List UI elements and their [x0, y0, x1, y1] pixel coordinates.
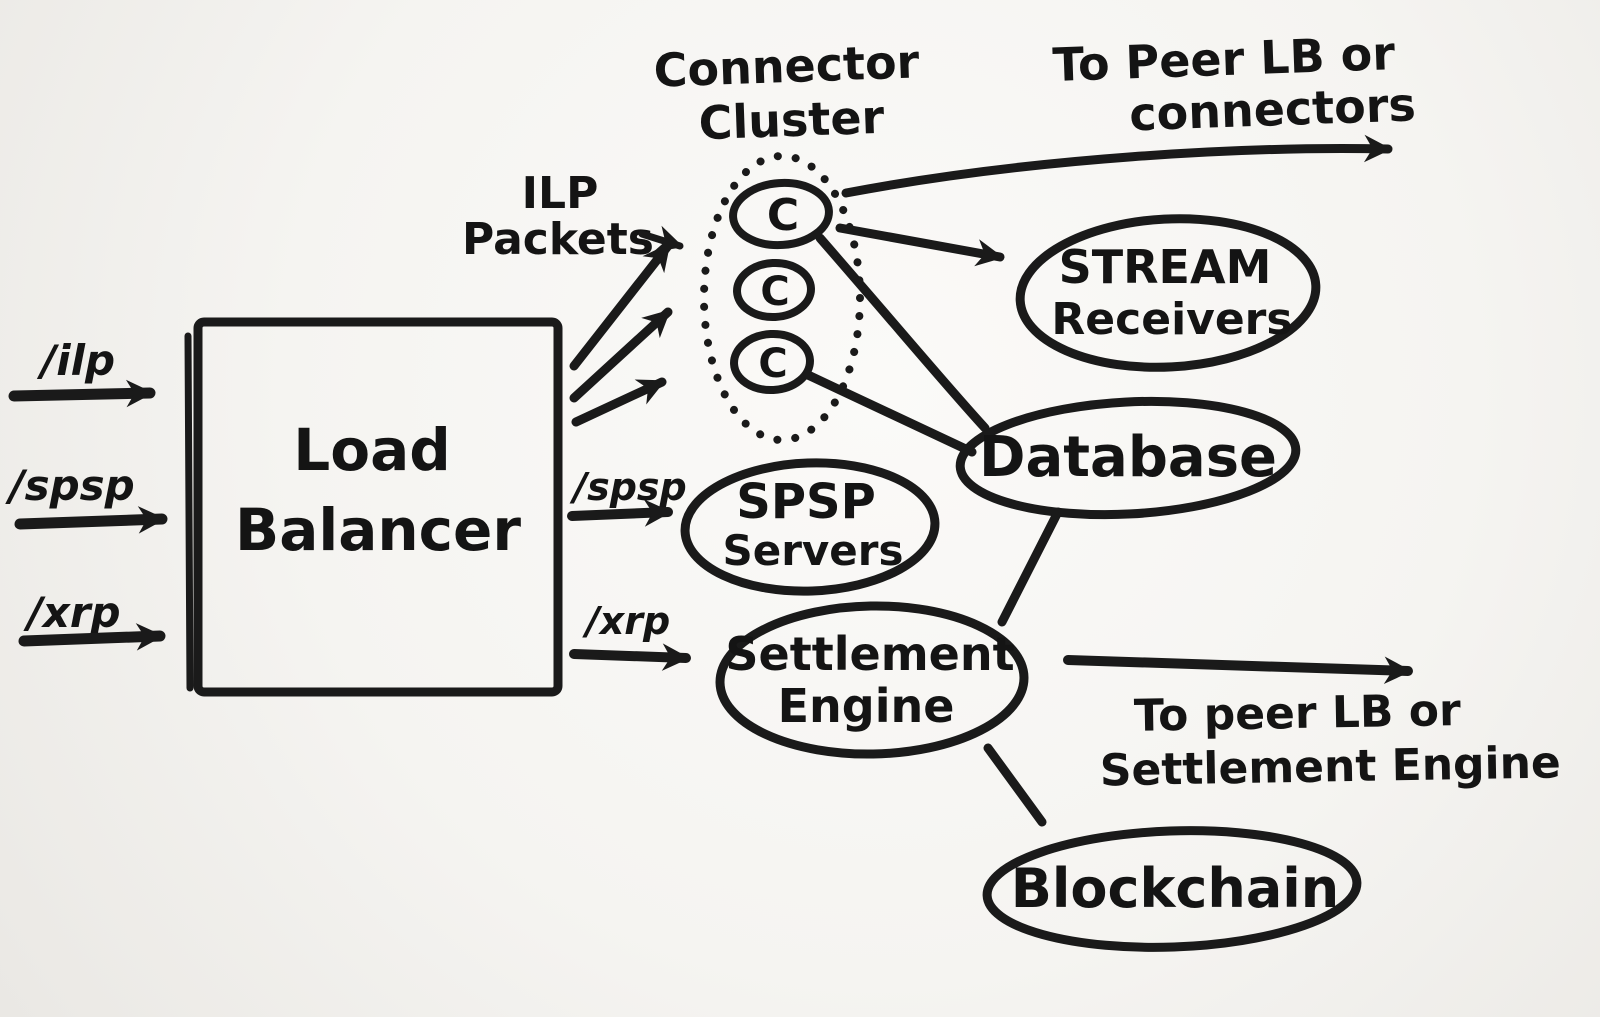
connector-node-1	[729, 178, 833, 250]
database-shape	[955, 396, 1301, 520]
ilp-packets-pointer-arrow	[638, 225, 684, 252]
connector-to-database-line-2	[803, 370, 977, 457]
settlement-engine-label: Settlement	[725, 627, 1014, 681]
connector-node-2	[733, 258, 815, 322]
lb-to-connector-arrow-3	[571, 377, 667, 427]
to-peer-settlement-label: To peer LB or	[1134, 685, 1462, 742]
connector-node-label: C	[767, 190, 799, 241]
settlement-to-peer-arrow	[1063, 655, 1413, 684]
stream-receivers-shape	[1015, 214, 1321, 372]
route-ilp-label: /ilp	[36, 336, 115, 385]
spsp-servers-label: Servers	[722, 526, 903, 575]
settlement-to-blockchain-line	[983, 743, 1047, 827]
connector-cluster-title: Connector	[653, 34, 921, 97]
route-spsp-label: /spsp	[4, 461, 134, 510]
blockchain-shape	[982, 826, 1362, 952]
lb-to-settlement-arrow	[569, 643, 691, 671]
stream-receivers-label: Receivers	[1051, 294, 1292, 345]
ilp-packets-label: ILP	[522, 168, 599, 219]
load-balancer-left-edge	[184, 332, 194, 692]
database-label: Database	[979, 425, 1277, 490]
settlement-engine-label: Engine	[778, 679, 955, 733]
connector-cluster-boundary	[700, 152, 864, 444]
spsp-mid-label: /spsp	[569, 465, 687, 509]
connector-cluster-title: Cluster	[698, 90, 886, 150]
to-peer-connectors-label: To Peer LB or	[1052, 26, 1396, 92]
to-peer-connectors-label: connectors	[1128, 77, 1416, 141]
load-balancer-box	[193, 317, 563, 697]
to-peer-settlement-label: Settlement Engine	[1099, 737, 1561, 796]
lb-to-connector-arrow-2	[569, 307, 673, 403]
connector-to-database-line-1	[815, 233, 990, 433]
route-xrp-label: /xrp	[22, 588, 120, 637]
ilp-packets-label: Packets	[462, 214, 654, 265]
connector-to-peer-arrow	[841, 134, 1393, 198]
xrp-mid-label: /xrp	[582, 599, 670, 643]
stream-receivers-label: STREAM	[1059, 240, 1272, 294]
connector-to-stream-arrow	[835, 223, 1005, 267]
lb-to-connector-arrow-1	[569, 241, 673, 371]
settlement-engine-shape	[715, 601, 1029, 759]
load-balancer-label: Balancer	[235, 496, 521, 564]
load-balancer-label: Load	[293, 416, 450, 484]
spsp-in-arrow	[14, 506, 168, 534]
connector-node-label: C	[758, 341, 787, 387]
xrp-in-arrow	[18, 623, 166, 651]
spsp-servers-shape	[680, 458, 940, 596]
lb-to-spsp-arrow	[567, 499, 673, 527]
blockchain-label: Blockchain	[1011, 857, 1340, 920]
ilp-in-arrow	[8, 379, 156, 408]
connector-node-label: C	[760, 269, 789, 315]
connector-node-3	[730, 329, 814, 395]
database-to-settlement-line	[997, 507, 1063, 627]
spsp-servers-label: SPSP	[736, 474, 876, 530]
